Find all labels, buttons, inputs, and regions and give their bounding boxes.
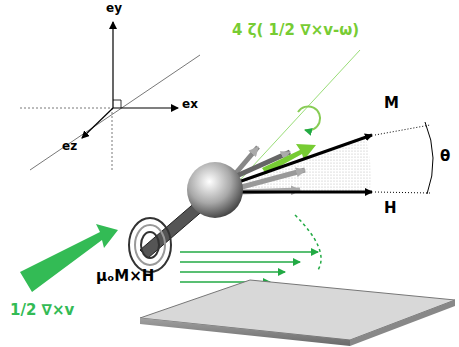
vector-label: M	[384, 95, 399, 112]
vorticity-label: 1/2 ∇×v	[10, 302, 74, 319]
axis-label: ey	[106, 2, 122, 15]
vector-label: H	[384, 200, 397, 217]
vorticity-label: 4 ζ( 1/2 ∇×v-ω)	[232, 22, 359, 39]
axis-label: ez	[62, 140, 77, 153]
axis-label: ex	[182, 98, 198, 111]
angle-label: θ	[440, 148, 450, 165]
torque-label: μₒM×H	[96, 268, 154, 285]
